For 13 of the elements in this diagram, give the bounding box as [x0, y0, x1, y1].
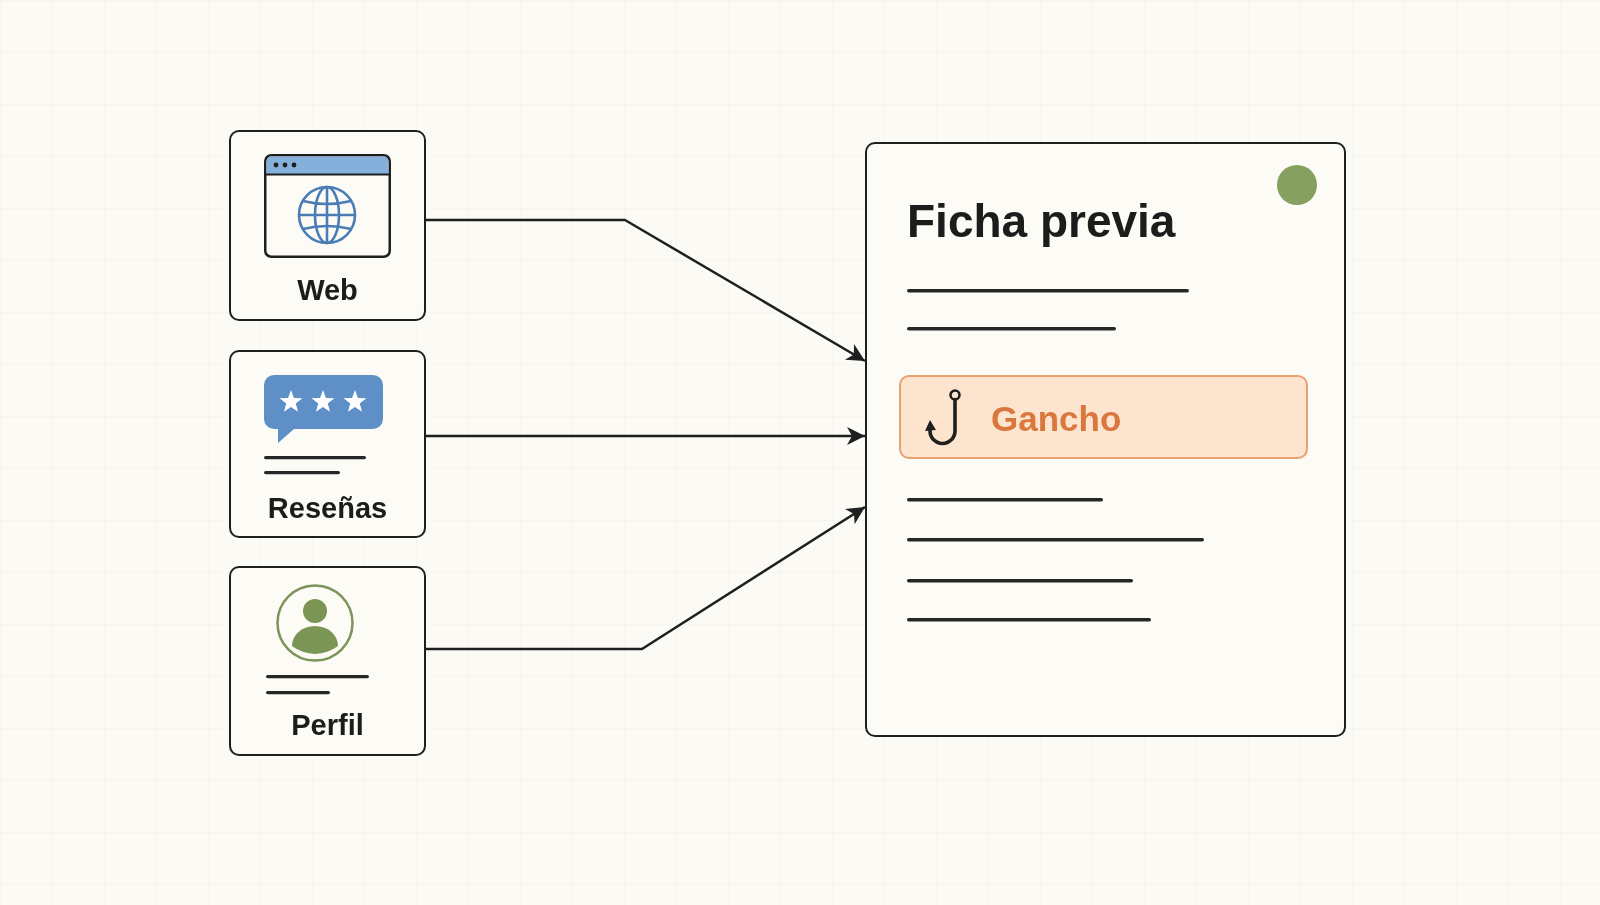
card-label: Perfil [290, 708, 365, 743]
source-card [229, 350, 426, 538]
card-label: Reseñas [266, 491, 389, 526]
card-title: Ficha previa [907, 194, 1176, 249]
arrow [426, 218, 866, 363]
arrow [426, 505, 866, 651]
arrow [426, 427, 865, 445]
highlight-box [899, 375, 1308, 459]
source-card [229, 130, 426, 321]
card-label: Web [296, 273, 359, 308]
source-card [229, 566, 426, 756]
highlight-label: Gancho [991, 398, 1122, 440]
preview-card [865, 142, 1346, 737]
